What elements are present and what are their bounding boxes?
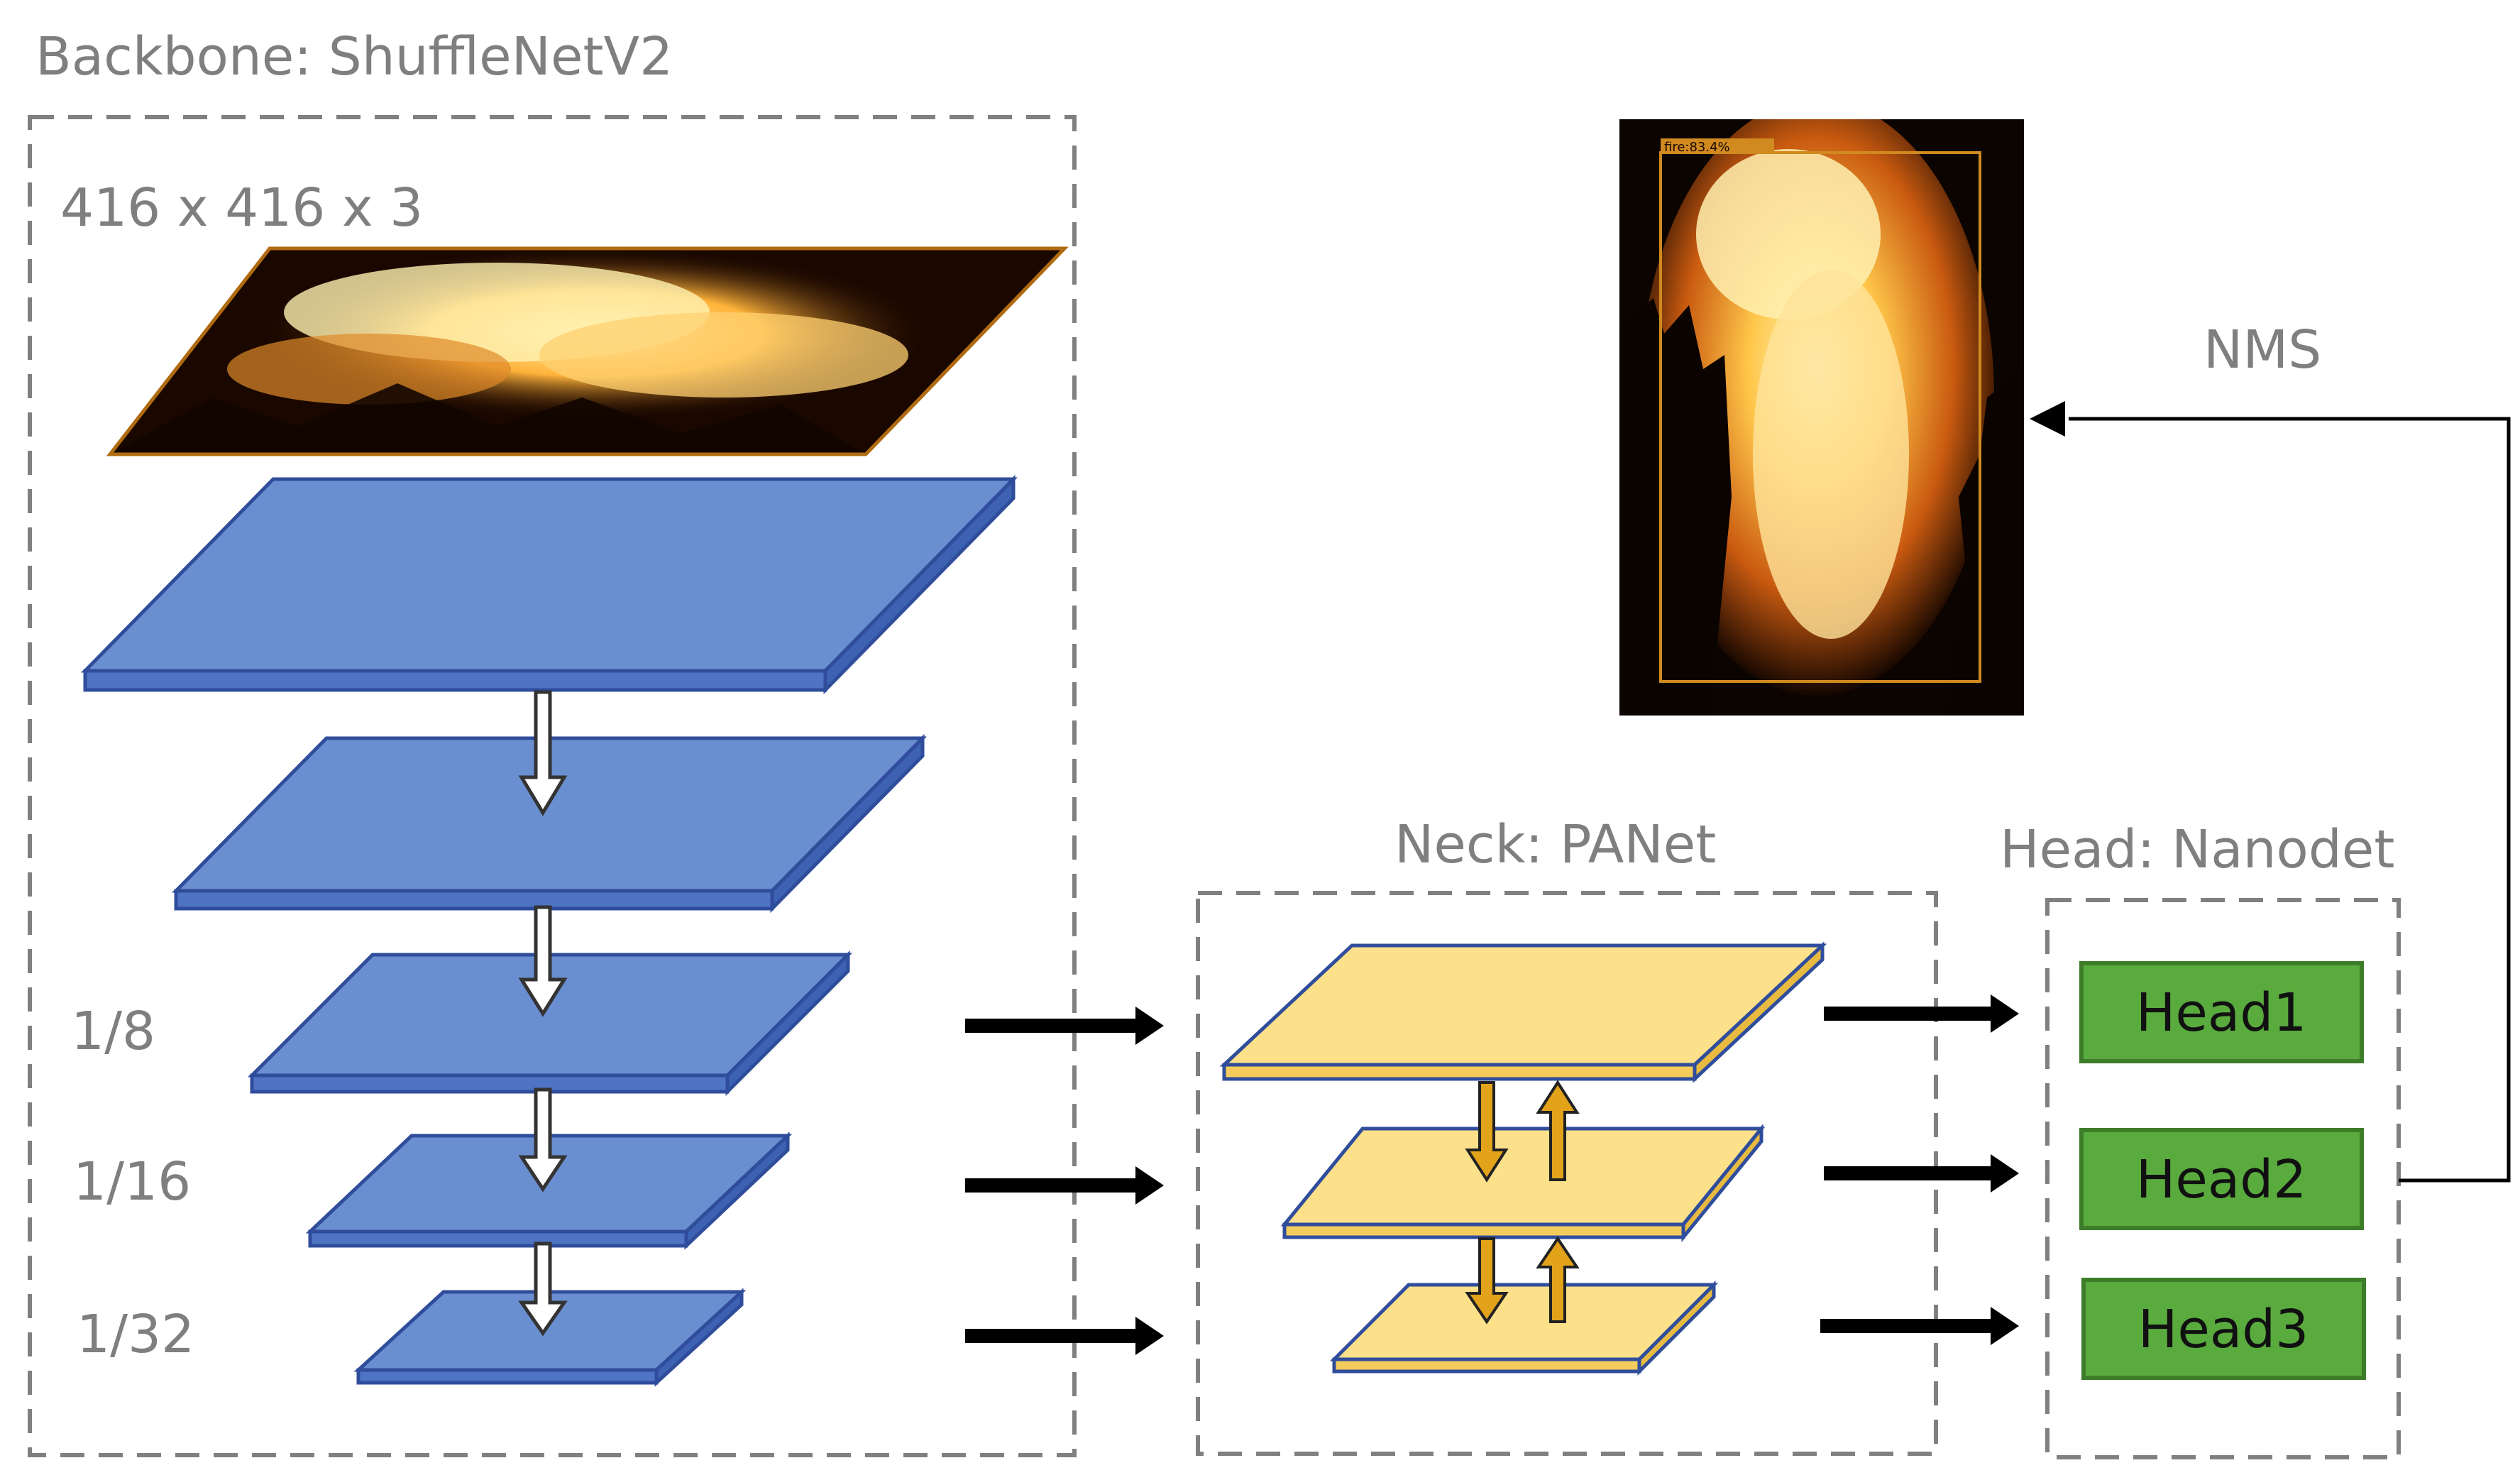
arrow-to-head1 (1824, 994, 2019, 1033)
backbone-to-neck-arrows (965, 1007, 1164, 1355)
neck-down-arrow-1 (1465, 1081, 1509, 1183)
head-title: Head: Nanodet (2000, 819, 2394, 880)
head-block-2-label: Head2 (2136, 1149, 2307, 1210)
neck-section: Neck: PANet (1196, 814, 1938, 1456)
backbone-section: Backbone: ShuffleNetV2 416 x 416 x 3 (28, 26, 1077, 1457)
nms-connector: NMS (2030, 319, 2511, 1183)
neck-fpn-arrows (1465, 1080, 1580, 1325)
arrow-to-head2 (1824, 1154, 2019, 1193)
detection-box (1659, 151, 1981, 683)
detection-label: fire:83.4% (1664, 140, 1730, 155)
head-block-1-label: Head1 (2136, 982, 2307, 1043)
arrow-scale-16 (965, 1166, 1164, 1205)
backbone-title: Backbone: ShuffleNetV2 (35, 26, 673, 87)
neck-down-arrow-2 (1465, 1237, 1509, 1325)
down-arrow-4 (518, 1241, 568, 1337)
arrow-to-head3 (1820, 1307, 2019, 1345)
backbone-layer-1 (81, 474, 1018, 695)
down-arrow-1 (518, 690, 568, 816)
head-block-3: Head3 (2081, 1278, 2366, 1380)
neck-layer-1 (1219, 941, 1827, 1083)
down-arrow-2 (518, 905, 568, 1017)
neck-to-head-arrows (1820, 994, 2019, 1345)
head-block-3-label: Head3 (2138, 1299, 2309, 1360)
neck-up-arrow-1 (1536, 1080, 1580, 1181)
head-block-1: Head1 (2079, 961, 2364, 1063)
backbone-layer-4 (305, 1131, 793, 1250)
head-block-2: Head2 (2079, 1128, 2364, 1230)
neck-up-arrow-2 (1536, 1236, 1580, 1323)
backbone-layer-2 (172, 733, 927, 914)
scale-label-1-16: 1/16 (73, 1151, 191, 1212)
arrow-scale-32 (965, 1317, 1164, 1355)
input-size-label: 416 x 416 x 3 (60, 177, 423, 239)
arrow-scale-8 (965, 1007, 1164, 1045)
head-section: Head: Nanodet Head1 Head2 Head3 (2000, 819, 2401, 1459)
input-image (106, 246, 1069, 456)
nms-arrowhead (2030, 401, 2065, 437)
detection-output-image: fire:83.4% (1619, 119, 2024, 716)
neck-layer-2 (1280, 1123, 1766, 1243)
backbone-down-arrows (518, 690, 568, 1337)
backbone-layer-5 (353, 1288, 747, 1387)
nms-label: NMS (2203, 319, 2321, 380)
neck-title: Neck: PANet (1394, 814, 1716, 875)
backbone-frame (28, 115, 1077, 1457)
neck-layer-3 (1329, 1280, 1719, 1376)
down-arrow-3 (518, 1087, 568, 1193)
scale-label-1-32: 1/32 (77, 1304, 194, 1365)
backbone-layer-3 (247, 950, 853, 1097)
scale-label-1-8: 1/8 (71, 1001, 155, 1062)
